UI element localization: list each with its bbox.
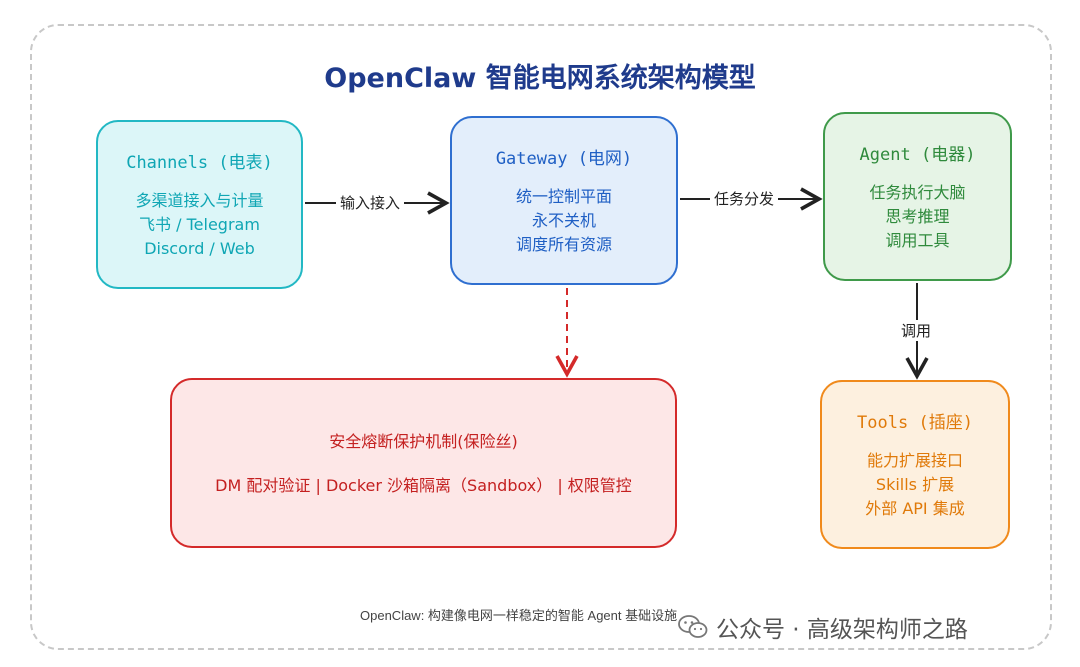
agent-node: Agent (电器) 任务执行大脑 思考推理 调用工具 xyxy=(823,112,1012,281)
channels-node: Channels (电表) 多渠道接入与计量 飞书 / Telegram Dis… xyxy=(96,120,303,289)
channels-line: 飞书 / Telegram xyxy=(139,215,260,234)
tools-node: Tools (插座) 能力扩展接口 Skills 扩展 外部 API 集成 xyxy=(820,380,1010,549)
gateway-title: Gateway (电网) xyxy=(495,149,633,169)
diagram-frame xyxy=(30,24,1052,650)
security-title: 安全熔断保护机制(保险丝) xyxy=(329,432,518,451)
agent-title: Agent (电器) xyxy=(859,145,976,165)
gateway-node: Gateway (电网) 统一控制平面 永不关机 调度所有资源 xyxy=(450,116,678,285)
channels-line: Discord / Web xyxy=(144,239,255,258)
watermark: 公众号 · 高级架构师之路 xyxy=(678,610,968,644)
wechat-icon xyxy=(678,615,708,638)
watermark-text: 公众号 · 高级架构师之路 xyxy=(716,617,968,643)
security-line: DM 配对验证 | Docker 沙箱隔离（Sandbox） | 权限管控 xyxy=(215,476,632,495)
gateway-line: 调度所有资源 xyxy=(515,235,612,254)
tools-line: Skills 扩展 xyxy=(875,475,955,494)
diagram-caption: OpenClaw: 构建像电网一样稳定的智能 Agent 基础设施 xyxy=(360,608,678,623)
channels-line: 多渠道接入与计量 xyxy=(135,191,264,210)
agent-line: 任务执行大脑 xyxy=(869,183,966,202)
gateway-line: 统一控制平面 xyxy=(515,187,612,206)
tools-line: 外部 API 集成 xyxy=(865,499,965,518)
edge-label-dispatch: 任务分发 xyxy=(710,188,779,209)
edge-label-invoke: 调用 xyxy=(897,320,936,341)
agent-line: 调用工具 xyxy=(885,231,950,250)
agent-line: 思考推理 xyxy=(885,207,950,226)
tools-title: Tools (插座) xyxy=(857,413,973,433)
tools-line: 能力扩展接口 xyxy=(866,451,963,470)
diagram-title: OpenClaw 智能电网系统架构模型 xyxy=(324,63,756,94)
edge-label-input: 输入接入 xyxy=(336,192,405,213)
security-node: 安全熔断保护机制(保险丝) DM 配对验证 | Docker 沙箱隔离（Sand… xyxy=(170,378,677,548)
channels-title: Channels (电表) xyxy=(126,153,273,173)
gateway-line: 永不关机 xyxy=(531,211,596,230)
